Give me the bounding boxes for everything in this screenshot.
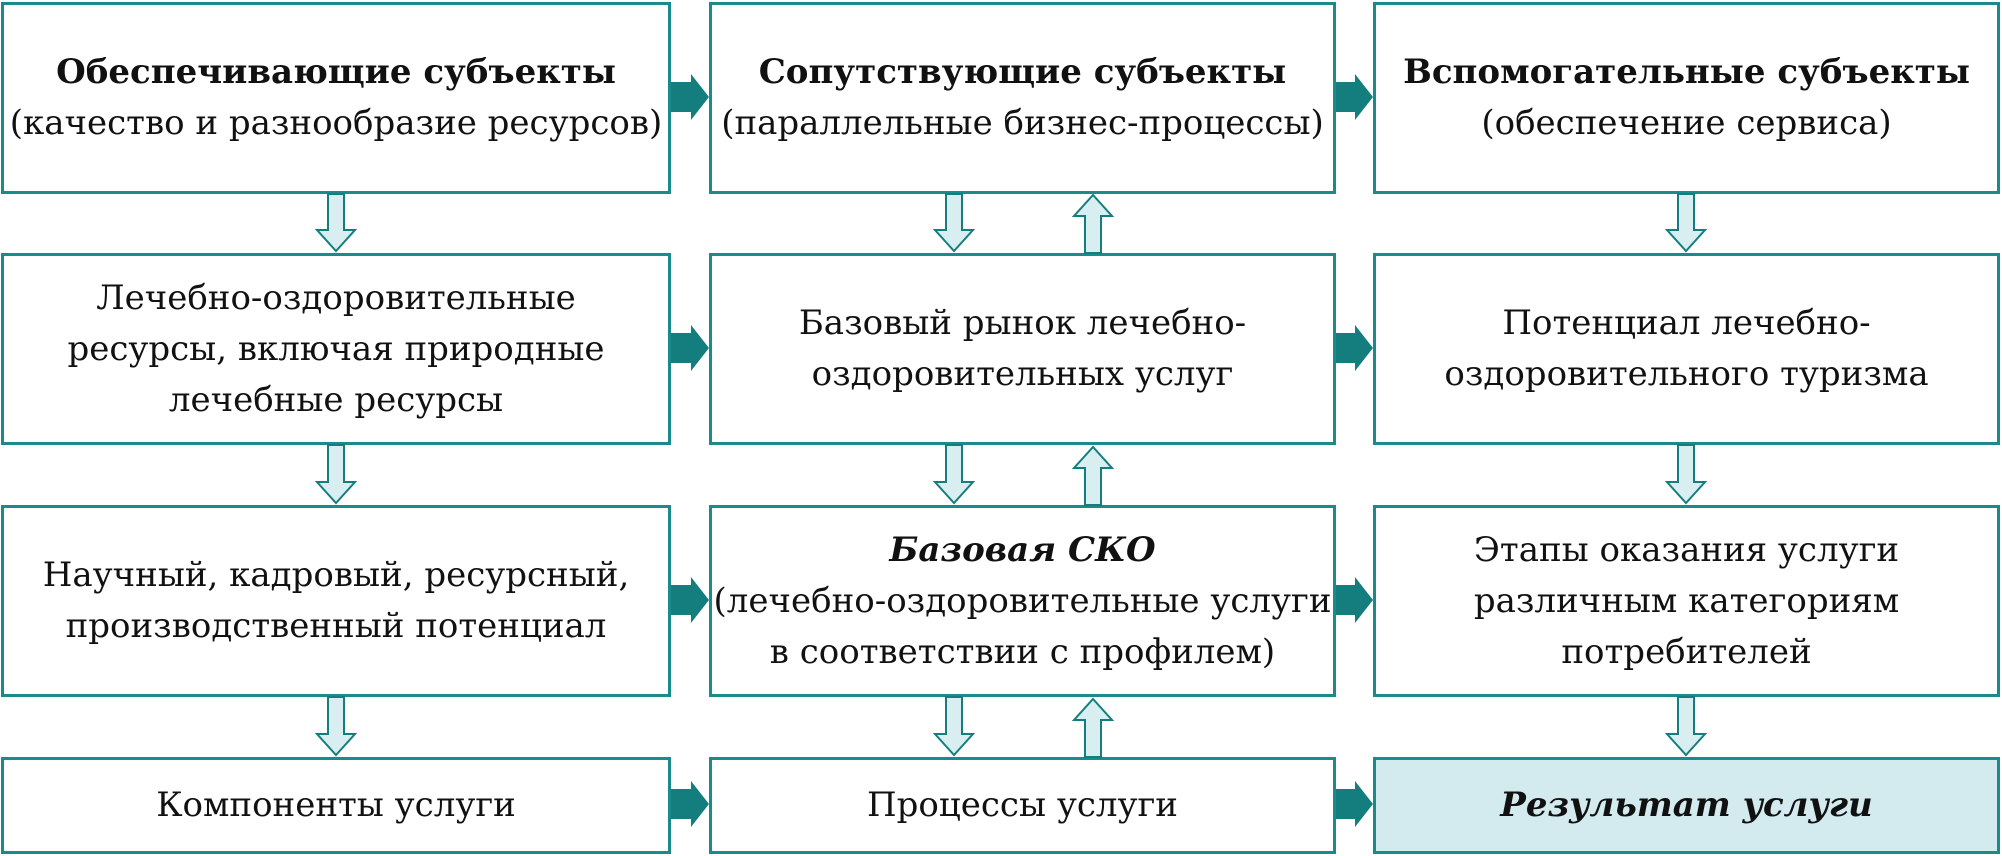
box-title: Базовая СКО xyxy=(889,529,1156,570)
box-service-processes: Процессы услуги xyxy=(709,757,1336,854)
box-line: Научный, кадровый, ресурсный, xyxy=(42,555,630,595)
arrow-up-icon xyxy=(1071,697,1115,758)
arrow-down-icon xyxy=(1664,696,1708,757)
box-line: лечебные ресурсы xyxy=(168,379,504,420)
arrow-right-icon xyxy=(671,577,709,623)
arrow-down-icon xyxy=(1664,193,1708,253)
box-line: (лечебно-оздоровительные услуги xyxy=(713,580,1332,621)
box-title: Вспомогательные субъекты xyxy=(1403,52,1970,92)
box-line: Процессы услуги xyxy=(867,785,1178,825)
box-line: оздоровительного туризма xyxy=(1444,354,1929,394)
arrow-right-icon xyxy=(671,325,709,371)
arrow-down-icon xyxy=(314,193,358,253)
box-auxiliary-subjects: Вспомогательные субъекты (обеспечение се… xyxy=(1373,2,2000,194)
box-line: Компоненты услуги xyxy=(156,785,516,825)
box-line: ресурсы, включая природные xyxy=(67,328,605,369)
box-line: различным категориям xyxy=(1473,580,1900,621)
box-resources: Лечебно-оздоровительные ресурсы, включая… xyxy=(1,253,671,445)
arrow-right-icon xyxy=(1336,577,1373,623)
box-service-result: Результат услуги xyxy=(1373,757,2000,854)
box-title: Сопутствующие субъекты xyxy=(758,52,1287,92)
box-line: Лечебно-оздоровительные xyxy=(96,277,576,318)
box-line: производственный потенциал xyxy=(65,606,607,646)
arrow-right-icon xyxy=(671,74,709,120)
box-potential: Научный, кадровый, ресурсный, производст… xyxy=(1,505,671,697)
box-accompanying-subjects: Сопутствующие субъекты (параллельные биз… xyxy=(709,2,1336,194)
box-line: Базовый рынок лечебно- xyxy=(798,303,1247,343)
box-supporting-subjects: Обеспечивающие субъекты (качество и разн… xyxy=(1,2,671,194)
box-line: в соответствии с профилем) xyxy=(769,631,1276,672)
box-tourism-potential: Потенциал лечебно- оздоровительного тури… xyxy=(1373,253,2000,445)
box-line: оздоровительных услуг xyxy=(811,354,1234,394)
arrow-down-icon xyxy=(314,696,358,757)
arrow-down-icon xyxy=(314,444,358,505)
box-line: Потенциал лечебно- xyxy=(1502,303,1871,343)
arrow-down-icon xyxy=(932,444,976,505)
arrow-down-icon xyxy=(932,193,976,253)
box-service-components: Компоненты услуги xyxy=(1,757,671,854)
box-service-stages: Этапы оказания услуги различным категори… xyxy=(1373,505,2000,697)
box-line: потребителей xyxy=(1561,631,1812,672)
arrow-down-icon xyxy=(932,696,976,757)
arrow-up-icon xyxy=(1071,193,1115,254)
arrow-up-icon xyxy=(1071,445,1115,506)
arrow-right-icon xyxy=(1336,325,1373,371)
box-subtitle: (обеспечение сервиса) xyxy=(1481,103,1892,143)
box-title: Результат услуги xyxy=(1500,785,1873,825)
arrow-down-icon xyxy=(1664,444,1708,505)
arrow-right-icon xyxy=(1336,781,1373,827)
box-base-sko: Базовая СКО (лечебно-оздоровительные усл… xyxy=(709,505,1336,697)
box-line: Этапы оказания услуги xyxy=(1473,529,1900,570)
box-subtitle: (параллельные бизнес-процессы) xyxy=(721,103,1324,143)
box-subtitle: (качество и разнообразие ресурсов) xyxy=(9,103,663,143)
arrow-right-icon xyxy=(671,781,709,827)
arrow-right-icon xyxy=(1336,74,1373,120)
box-base-market: Базовый рынок лечебно- оздоровительных у… xyxy=(709,253,1336,445)
box-title: Обеспечивающие субъекты xyxy=(56,52,616,92)
